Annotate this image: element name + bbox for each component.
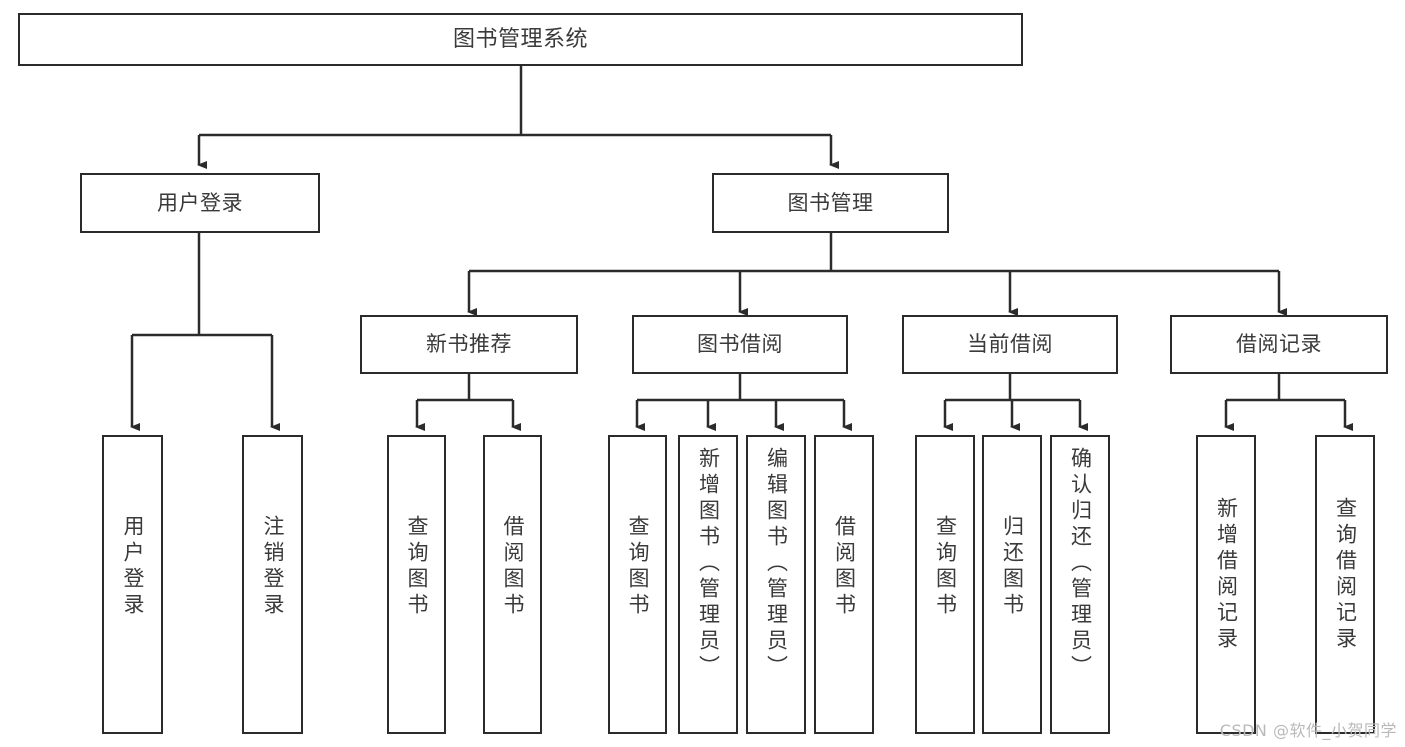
node-leaf-return-book-label: 归还图书 [1000, 515, 1025, 619]
node-leaf-query-book-3[interactable]: 查询图书 [915, 435, 975, 734]
node-user-login[interactable]: 用户登录 [80, 173, 320, 233]
node-leaf-query-record[interactable]: 查询借阅记录 [1315, 435, 1375, 734]
node-leaf-query-book-3-label: 查询图书 [933, 515, 958, 619]
node-leaf-add-record-label: 新增借阅记录 [1214, 497, 1239, 653]
node-leaf-confirm-return[interactable]: 确认归还（管理员） [1050, 435, 1110, 734]
node-leaf-borrow-book-2[interactable]: 借阅图书 [814, 435, 874, 734]
node-new-book-rec-label: 新书推荐 [426, 332, 512, 357]
node-leaf-borrow-book-1[interactable]: 借阅图书 [483, 435, 542, 734]
node-leaf-query-book-2-label: 查询图书 [626, 515, 650, 619]
node-leaf-add-book-label: 新增图书（管理员） [696, 447, 721, 681]
node-leaf-query-book-1-label: 查询图书 [405, 515, 429, 619]
node-leaf-borrow-book-2-label: 借阅图书 [832, 515, 857, 619]
node-leaf-user-login[interactable]: 用户登录 [102, 435, 163, 734]
node-root-label: 图书管理系统 [452, 26, 588, 52]
node-leaf-query-book-1[interactable]: 查询图书 [387, 435, 446, 734]
node-leaf-logout-label: 注销登录 [261, 515, 285, 619]
node-borrow-record[interactable]: 借阅记录 [1170, 315, 1388, 374]
node-leaf-query-book-2[interactable]: 查询图书 [608, 435, 667, 734]
node-leaf-edit-book-label: 编辑图书（管理员） [764, 447, 789, 681]
watermark-text: CSDN @软件_小贺同学 [1219, 721, 1397, 740]
node-leaf-add-record[interactable]: 新增借阅记录 [1196, 435, 1256, 734]
node-new-book-rec[interactable]: 新书推荐 [360, 315, 578, 374]
node-borrow-record-label: 借阅记录 [1236, 332, 1322, 357]
node-current-borrow-label: 当前借阅 [967, 332, 1053, 357]
node-leaf-logout[interactable]: 注销登录 [242, 435, 303, 734]
node-leaf-user-login-label: 用户登录 [121, 515, 145, 619]
node-book-borrow[interactable]: 图书借阅 [632, 315, 848, 374]
node-leaf-return-book[interactable]: 归还图书 [982, 435, 1042, 734]
node-leaf-query-record-label: 查询借阅记录 [1333, 497, 1358, 653]
node-leaf-add-book[interactable]: 新增图书（管理员） [678, 435, 738, 734]
node-book-manage[interactable]: 图书管理 [712, 173, 949, 233]
node-leaf-confirm-return-label: 确认归还（管理员） [1068, 447, 1093, 681]
node-book-manage-label: 图书管理 [787, 190, 874, 215]
node-leaf-edit-book[interactable]: 编辑图书（管理员） [746, 435, 806, 734]
node-root[interactable]: 图书管理系统 [18, 13, 1023, 66]
node-user-login-label: 用户登录 [157, 190, 243, 215]
node-book-borrow-label: 图书借阅 [697, 332, 783, 357]
node-current-borrow[interactable]: 当前借阅 [902, 315, 1118, 374]
node-leaf-borrow-book-1-label: 借阅图书 [501, 515, 525, 619]
